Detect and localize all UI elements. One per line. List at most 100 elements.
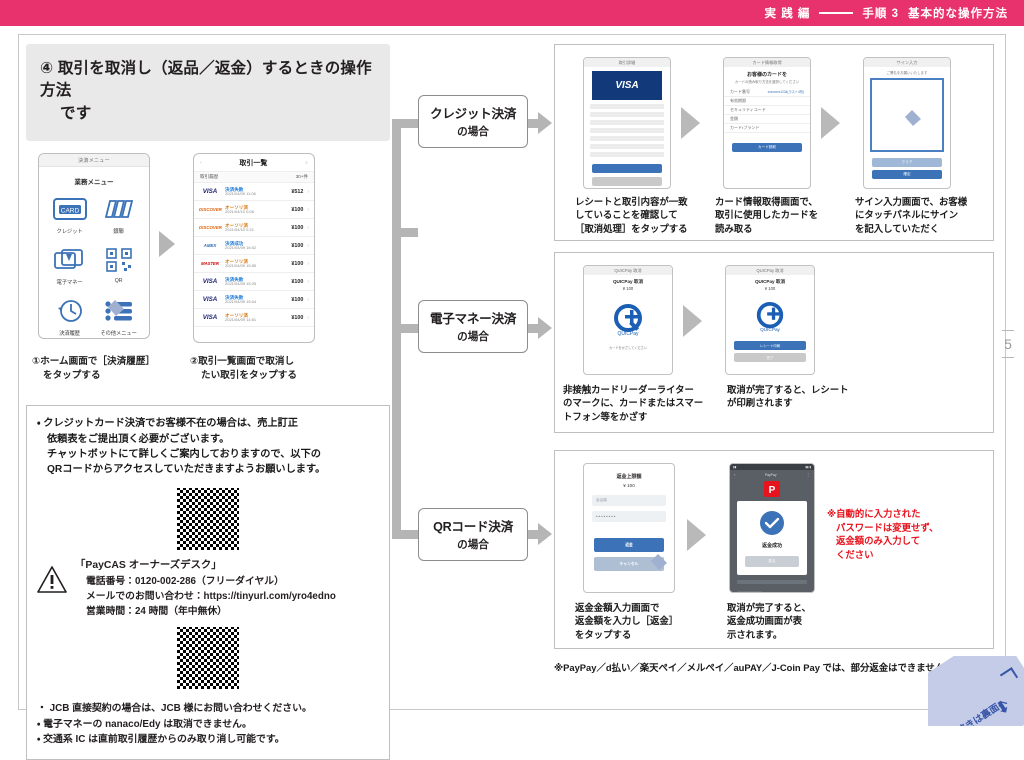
step-caption-2-line2: たい取引をタップする [201,369,297,381]
row-date: 2021/04/09 14:51 [225,317,257,323]
connector-to-emoney [392,324,418,333]
qr-caption-1-l2: 返金額を入力し［返金］ [575,615,679,627]
row-status: オーソリ済 [225,204,248,210]
search-icon[interactable]: ⌕ [305,160,308,167]
branch-label-qr[interactable]: QRコード決済 の場合 [418,508,528,561]
brand-logo: VISA [202,296,218,304]
flow-arrow-home-to-list [159,231,175,258]
panel-credit-flow: 取引詳細 VISA カード情報取得 お客様のカードを カードの読み取り方法を選択… [554,44,994,241]
back-chevron-icon[interactable]: ‹ [200,160,202,167]
brand-logo: VISA [202,188,218,196]
pointing-hand-icon [648,552,670,572]
refund-submit-label: 返金 [625,542,633,547]
page-title-main: ④ 取引を取消し（返品／返金）するときの操作方法 [40,60,372,100]
arrow-credit-2-3 [821,107,840,139]
connector-emoney-out [528,324,540,333]
quicpay-logo-icon: QUICPay [726,301,814,333]
signature-canvas[interactable] [870,78,944,152]
list-item: ・ 交通系 IC は直前取引履歴からのみ取り消し可能です。 [37,733,285,745]
page-number-rule-bottom [1002,357,1014,358]
page-header-bar: 実 践 編 手順 3 基本的な操作方法 [0,0,1024,26]
emoney-print-receipt-button[interactable]: レシート印刷 [759,344,781,348]
list-navbar: ‹ 取引一覧 ⌕ [194,154,314,173]
row-amount: ¥100 [291,242,304,249]
qr-warning-l1: ※自動的に入力された [827,508,921,519]
signature-confirm-button[interactable]: 確定 [903,172,911,176]
refund-cancel-label: キャンセル [619,561,639,566]
qr-caption-1-l3: をタップする [575,628,632,640]
step-caption-2: ②取引一覧画面で取消し たい取引をタップする [190,355,340,382]
home-menu-unionpay[interactable]: 銀聯 [96,194,141,235]
branch-label-credit[interactable]: クレジット決済 の場合 [418,95,528,148]
credit-caption-2: カード情報取得画面で、 取引に使用したカードを 読み取る [715,195,851,235]
qr-warning-l4: ください [836,548,874,560]
card-field-label: カード・ブランド [730,125,760,130]
home-menu-credit[interactable]: CARD クレジット [47,194,92,235]
list-title: 取引一覧 [239,160,268,168]
row-date: 2021/04/09 15:25 [225,281,257,287]
qr-screen-refund-success: ▮▮▮▮ ▮ ‹ PayPay ⋮ P 返金成功 戻る [729,463,815,593]
card-read-statusbar: カード情報取得 [724,58,810,67]
connector-trunk-in [392,228,418,237]
home-menu-unionpay-label: 銀聯 [113,229,124,236]
credit-caption-2-l2: 取引に使用したカードを [715,209,819,221]
brand-logo: VISA [202,278,218,286]
visa-logo: VISA [592,71,662,100]
qr-password-warning: ※自動的に入力された パスワードは変更せず、 返金額のみ入力して ください [827,507,987,562]
row-date: 2021/04/09 15:55 [225,263,257,269]
branch-label-qr-suffix: の場合 [457,539,489,551]
card-read-button-label: カード読取 [758,145,776,149]
connector-to-qr [392,530,418,539]
qr-caption-1: 返金金額入力画面で 返金額を入力し［返金］ をタップする [575,601,725,641]
note-line-4: QRコードからアクセスしていただきますようお願いします。 [47,464,326,476]
arrow-to-qr-panel [538,523,552,545]
refund-success-heading: 返金成功 [761,543,782,549]
credit-caption-3-l2: にタッチパネルにサイン [855,209,959,221]
contact-title: 「PayCAS オーナーズデスク」 [75,559,222,571]
refund-password-value: •••••••• [596,514,617,519]
chatbot-qr-code [174,484,242,553]
qr-screen-refund-input: 返金上限額 ¥ 100 返金額 •••••••• 返金 キャンセル [583,463,675,593]
emoney-caption-2-l1: 取消が完了すると、レシート [727,384,849,395]
refund-submit-button[interactable]: 返金 [594,538,664,552]
signature-clear-button[interactable]: クリア [901,160,913,164]
chevron-right-icon: › [307,278,309,285]
list-subheader-right: 30+件 [295,174,308,180]
contact-email-link[interactable]: メールでのお問い合わせ：https://tinyurl.com/yro4edno [86,590,336,602]
step-caption-2-line1: ②取引一覧画面で取消し [190,356,295,368]
chevron-right-icon: › [307,314,309,321]
emoney-done-button[interactable]: 完了 [766,356,774,360]
home-menu-history[interactable]: 決済履歴 [47,296,92,337]
emoney-wait-amount: ¥ 100 [622,286,634,291]
refund-password-input[interactable]: •••••••• [592,511,666,522]
home-menu-emoney[interactable]: 電子マネー [47,245,92,286]
refund-amount-input[interactable]: 返金額 [592,495,666,506]
header-section: 実 践 編 [764,8,811,20]
qr-caption-2: 取消が完了すると、 返金成功画面が表 示されます。 [727,601,877,641]
home-menu-qr-label: QR [114,278,123,285]
refund-success-back-button[interactable]: 戻る [745,556,799,567]
page-number: 5 [1004,336,1012,352]
row-amount: ¥100 [291,224,304,231]
branch-label-credit-suffix: の場合 [457,126,489,138]
row-date: 2021/04/10 0:06 [225,209,254,215]
branch-label-emoney[interactable]: 電子マネー決済 の場合 [418,300,528,353]
contact-telephone: 電話番号：0120-002-286（フリーダイヤル） [86,575,284,587]
connector-qr-out [528,530,540,539]
chevron-right-icon: › [307,188,309,195]
refund-cancel-button[interactable]: キャンセル [594,557,664,571]
home-menu-qr[interactable]: QR [96,245,141,286]
qr-caption-2-l1: 取消が完了すると、 [727,602,812,613]
emoney-caption-2-l2: が印刷されます [727,397,793,409]
svg-text:P: P [769,485,776,496]
header-step: 手順 3 [862,8,899,20]
